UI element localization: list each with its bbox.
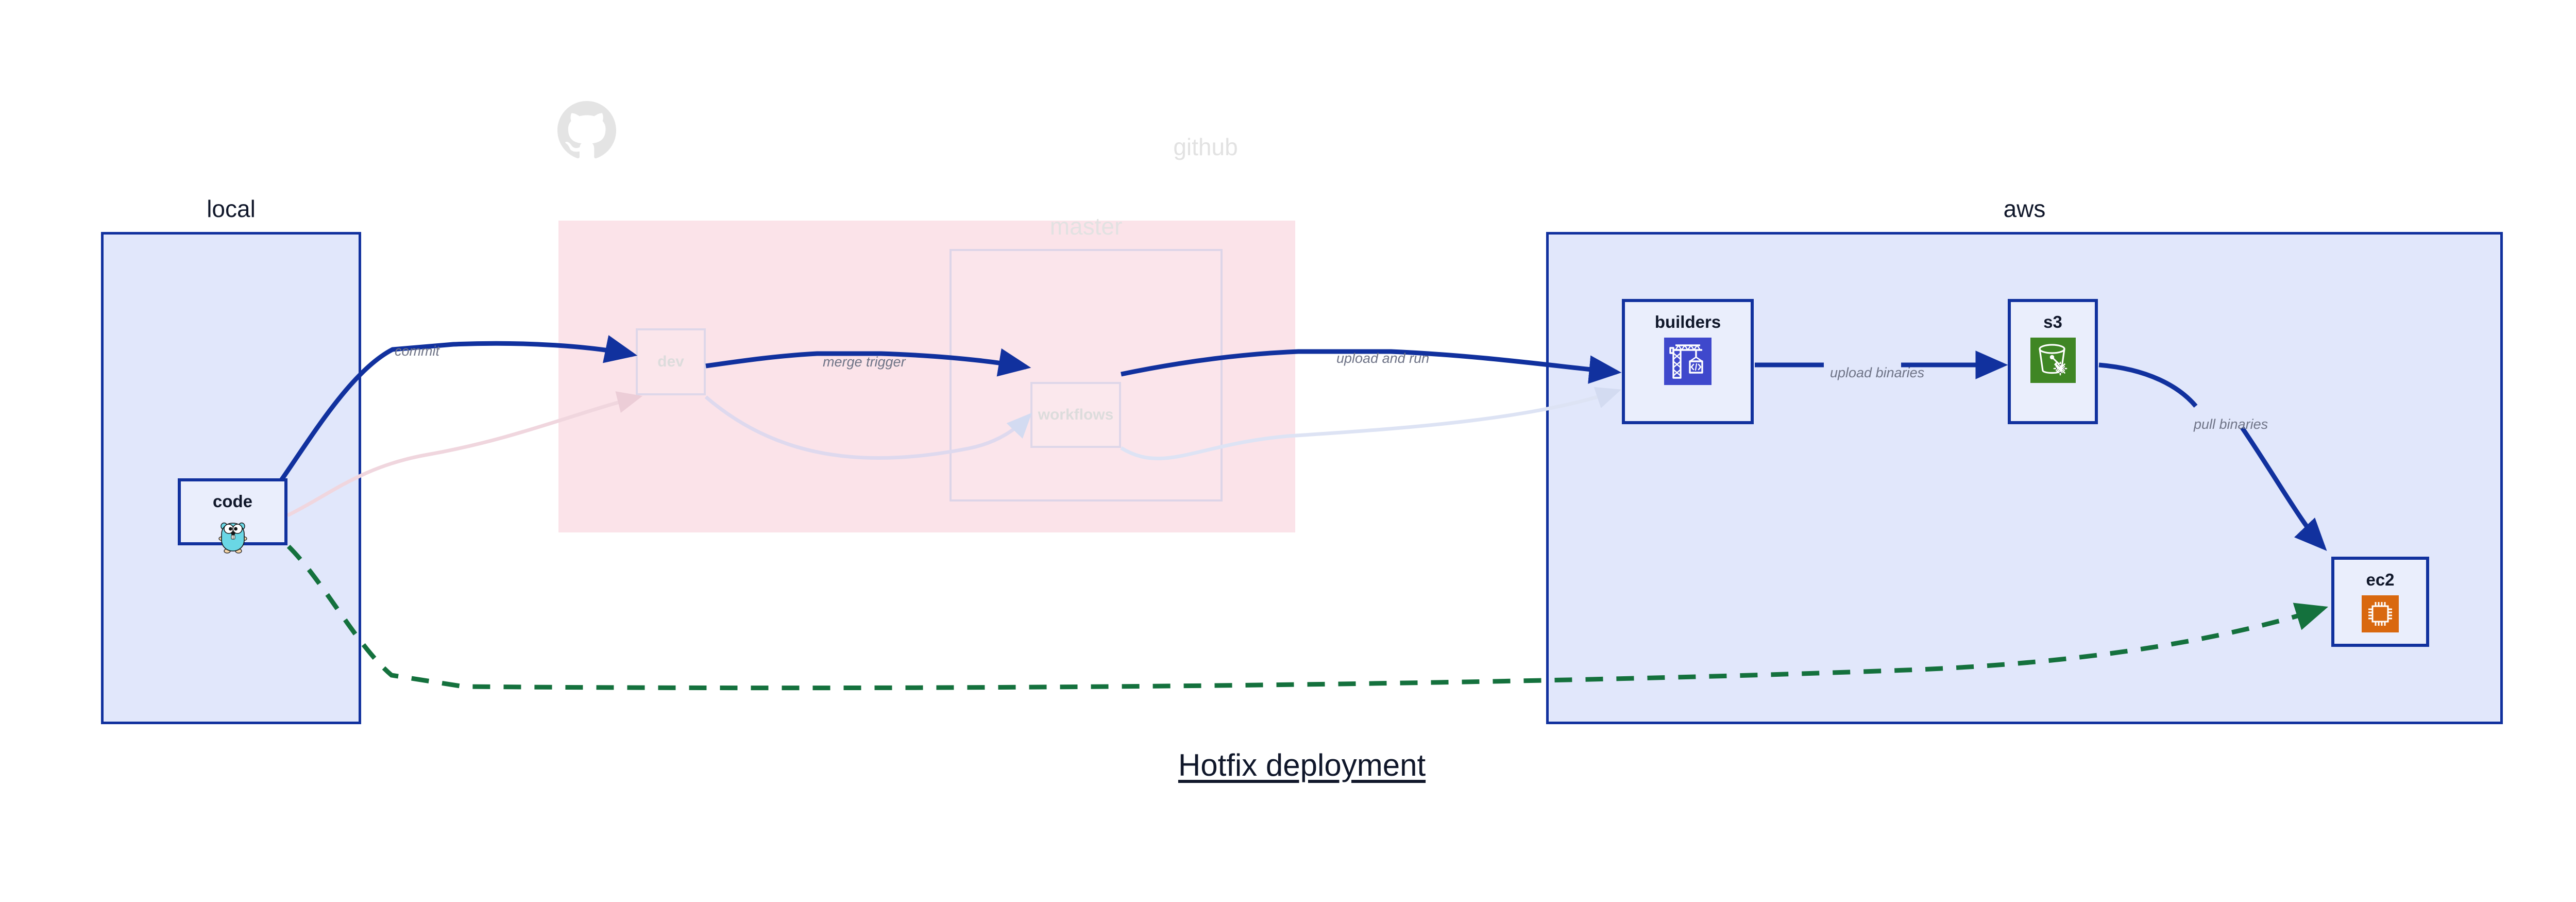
group-master: [950, 249, 1223, 502]
edge-label-upload-and-run: upload and run: [1336, 350, 1430, 366]
github-octocat-icon: [557, 101, 616, 160]
diagram-title: Hotfix deployment: [1178, 748, 1426, 782]
node-workflows[interactable]: workflows: [1030, 382, 1121, 448]
node-ec2[interactable]: ec2: [2331, 557, 2429, 647]
go-gopher-icon: [217, 517, 248, 557]
edge-label-pull-binaries: pull binaries: [2194, 416, 2268, 432]
edge-label-upload-binaries: upload binaries: [1830, 365, 1925, 380]
group-master-label: master: [1049, 213, 1123, 240]
group-aws-label: aws: [2003, 195, 2046, 222]
group-github: [558, 221, 1295, 532]
node-code[interactable]: code: [178, 478, 287, 554]
aws-codebuild-icon: [1664, 338, 1711, 388]
node-s3-label: s3: [2043, 312, 2062, 331]
edge-label-commit: commit: [395, 343, 439, 359]
group-github-label: github: [1173, 133, 1238, 160]
node-s3[interactable]: s3: [2008, 299, 2098, 424]
node-ec2-label: ec2: [2366, 570, 2395, 589]
node-builders-label: builders: [1654, 312, 1721, 331]
aws-ec2-icon: [2362, 595, 2399, 635]
node-builders[interactable]: builders: [1622, 299, 1754, 424]
node-code-label: code: [212, 492, 253, 511]
edge-label-merge-trigger: merge trigger: [823, 354, 906, 370]
group-local-label: local: [207, 195, 256, 222]
node-dev[interactable]: dev: [636, 328, 706, 395]
node-workflows-label: workflows: [1038, 406, 1114, 423]
aws-s3-icon: [2030, 338, 2076, 386]
node-dev-label: dev: [657, 353, 684, 370]
